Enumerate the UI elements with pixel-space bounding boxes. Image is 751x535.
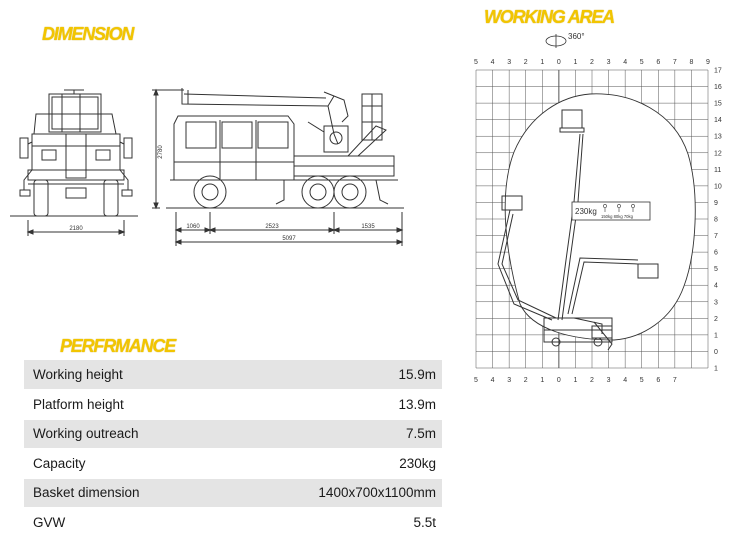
row-label: Working outreach <box>24 419 224 449</box>
x-axis-labels-top: 5 4 3 2 1 0 1 2 3 4 5 6 7 8 9 <box>474 59 710 66</box>
x-tick-label: 5 <box>640 377 644 384</box>
x-tick-label: 2 <box>524 59 528 66</box>
x-tick-label: 1 <box>540 59 544 66</box>
table-row: Basket dimension 1400x700x1100mm <box>24 478 442 508</box>
load-split-label: 150kg 80kg 70kg <box>601 214 634 219</box>
y-tick-label: 11 <box>714 167 721 174</box>
x-tick-label: 4 <box>623 377 627 384</box>
row-label: GVW <box>24 507 224 535</box>
x-tick-label: 5 <box>474 59 478 66</box>
boom-positions <box>497 109 659 351</box>
x-tick-label: 1 <box>573 377 577 384</box>
truck-front-view-drawing: 2180 <box>10 89 138 236</box>
table-row: Working outreach 7.5m <box>24 419 442 449</box>
x-tick-label: 4 <box>491 59 495 66</box>
x-tick-label: 0 <box>557 377 561 384</box>
x-tick-label: 4 <box>491 377 495 384</box>
x-tick-label: 2 <box>524 377 528 384</box>
x-tick-label: 7 <box>673 59 677 66</box>
y-tick-label: 9 <box>714 200 718 207</box>
x-tick-label: 3 <box>507 377 511 384</box>
y-tick-label: 14 <box>714 117 722 124</box>
x-tick-label: 6 <box>656 59 660 66</box>
y-tick-label: 15 <box>714 101 722 108</box>
y-tick-label: 8 <box>714 217 718 224</box>
y-tick-label: 12 <box>714 150 722 157</box>
y-tick-label: 0 <box>714 349 718 356</box>
x-tick-label: 7 <box>673 377 677 384</box>
x-tick-label: 5 <box>474 377 478 384</box>
y-tick-label: 6 <box>714 250 718 257</box>
capacity-label: 230kg <box>575 207 597 216</box>
overall-length-label: 5097 <box>282 236 296 242</box>
row-value: 13.9m <box>223 389 442 419</box>
x-tick-label: 9 <box>706 59 710 66</box>
y-tick-label: 1 <box>714 366 718 373</box>
table-row: Capacity 230kg <box>24 448 442 478</box>
row-value: 15.9m <box>223 360 442 390</box>
x-axis-labels-bottom: 5 4 3 2 1 0 1 2 3 4 5 6 7 <box>474 377 677 384</box>
working-area-heading: WORKING AREA <box>484 7 615 27</box>
x-tick-label: 2 <box>590 377 594 384</box>
wheelbase-label: 2523 <box>265 224 279 230</box>
row-label: Basket dimension <box>24 478 224 508</box>
x-tick-label: 1 <box>540 377 544 384</box>
y-tick-label: 5 <box>714 266 718 273</box>
x-tick-label: 5 <box>640 59 644 66</box>
x-tick-label: 3 <box>607 377 611 384</box>
y-tick-label: 7 <box>714 233 718 240</box>
x-tick-label: 6 <box>656 377 660 384</box>
rotation-symbol <box>545 34 567 48</box>
capacity-indicator: 230kg 150kg 80kg 70kg <box>571 201 651 221</box>
table-row: Working height 15.9m <box>24 360 442 390</box>
row-value: 5.5t <box>223 507 442 535</box>
x-tick-label: 2 <box>590 59 594 66</box>
rear-overhang-label: 1535 <box>361 224 375 230</box>
performance-heading: PERFRMANCE <box>60 336 176 356</box>
y-tick-label: 13 <box>714 134 722 141</box>
truck-side-view-drawing: 2780 1060 2523 1535 5097 <box>152 88 404 246</box>
x-tick-label: 3 <box>607 59 611 66</box>
x-tick-label: 1 <box>573 59 577 66</box>
table-row: GVW 5.5t <box>24 507 442 535</box>
y-tick-label: 16 <box>714 84 722 91</box>
row-value: 230kg <box>223 448 442 478</box>
x-tick-label: 3 <box>507 59 511 66</box>
x-tick-label: 8 <box>689 59 693 66</box>
y-tick-label: 17 <box>714 68 722 75</box>
row-value: 7.5m <box>223 419 442 449</box>
table-row: Platform height 13.9m <box>24 389 442 419</box>
y-tick-label: 1 <box>714 332 718 339</box>
row-label: Capacity <box>24 448 224 478</box>
person-icons <box>603 204 635 212</box>
front-overhang-label: 1060 <box>186 224 200 230</box>
front-width-label: 2180 <box>69 226 83 232</box>
row-label: Platform height <box>24 389 224 419</box>
row-value: 1400x700x1100mm <box>223 478 442 508</box>
y-tick-label: 2 <box>714 316 718 323</box>
x-tick-label: 0 <box>557 59 561 66</box>
performance-table: Working height 15.9m Platform height 13.… <box>24 360 442 535</box>
rotation-label: 360° <box>568 32 585 41</box>
y-tick-label: 10 <box>714 183 722 190</box>
y-tick-label: 4 <box>714 283 718 290</box>
row-label: Working height <box>24 360 224 390</box>
height-label: 2780 <box>158 145 164 159</box>
y-tick-label: 3 <box>714 299 718 306</box>
x-tick-label: 4 <box>623 59 627 66</box>
dimension-heading: DIMENSION <box>42 24 134 44</box>
